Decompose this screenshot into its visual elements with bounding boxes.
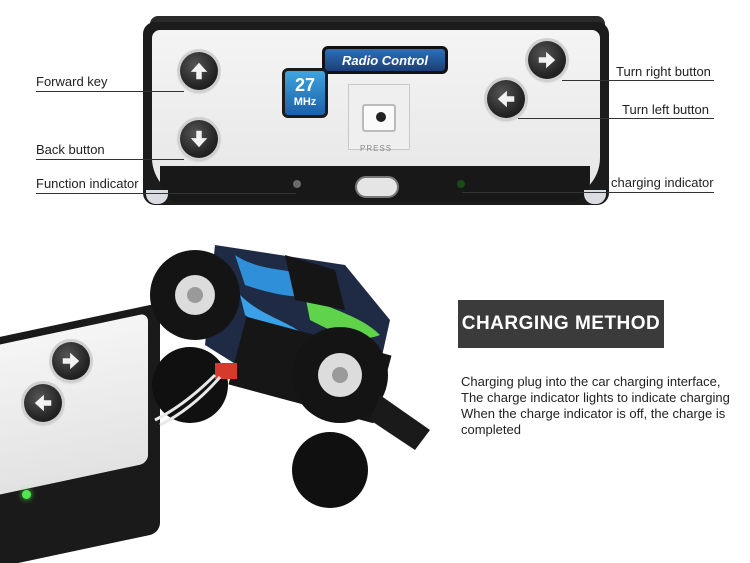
charging-indicator-led <box>457 180 465 188</box>
remote-angled-left-button <box>24 384 62 422</box>
callout-charging-indicator: charging indicator <box>611 175 714 190</box>
charging-line: completed <box>461 422 521 437</box>
callout-turn-right: Turn right button <box>616 64 711 79</box>
callout-back-button: Back button <box>36 142 105 157</box>
charging-line: Charging plug into the car charging inte… <box>461 374 721 389</box>
frequency-badge: 27 MHz <box>282 68 328 118</box>
power-switch-housing <box>348 84 410 150</box>
arrow-left-icon <box>34 394 52 412</box>
callout-function-indicator: Function indicator <box>36 176 139 191</box>
callout-line-left <box>518 118 714 119</box>
arrow-right-icon <box>538 51 556 69</box>
power-switch-dot <box>376 112 386 122</box>
charging-method-title: CHARGING METHOD <box>458 300 664 348</box>
remote-foot-right <box>584 190 606 204</box>
callout-forward-key: Forward key <box>36 74 108 89</box>
arrow-up-icon <box>190 62 208 80</box>
callout-line-function <box>36 193 296 194</box>
remote-angled-right-button <box>52 342 90 380</box>
rc-car-image <box>150 245 430 508</box>
arrow-right-icon <box>62 352 80 370</box>
callout-turn-left: Turn left button <box>622 102 709 117</box>
callout-line-right <box>562 80 714 81</box>
charging-line: The charge indicator lights to indicate … <box>461 390 730 405</box>
frequency-number: 27 <box>294 75 316 95</box>
callout-line-charging <box>462 192 714 193</box>
back-button[interactable] <box>180 120 218 158</box>
press-label: PRESS <box>360 144 393 153</box>
charging-led-on <box>22 490 31 499</box>
forward-key[interactable] <box>180 52 218 90</box>
remote-top-edge <box>150 16 605 26</box>
frequency-unit: MHz <box>293 96 317 108</box>
callout-line-forward <box>36 91 184 92</box>
power-switch[interactable] <box>362 104 396 132</box>
charging-method-description: Charging plug into the car charging inte… <box>461 374 741 438</box>
turn-right-button[interactable] <box>528 41 566 79</box>
radio-control-label: Radio Control <box>322 46 448 74</box>
arrow-left-icon <box>497 90 515 108</box>
turn-left-button[interactable] <box>487 80 525 118</box>
charge-switch[interactable] <box>355 176 399 198</box>
function-indicator-led <box>293 180 301 188</box>
charging-line: When the charge indicator is off, the ch… <box>461 406 726 421</box>
callout-line-back <box>36 159 184 160</box>
arrow-down-icon <box>190 130 208 148</box>
